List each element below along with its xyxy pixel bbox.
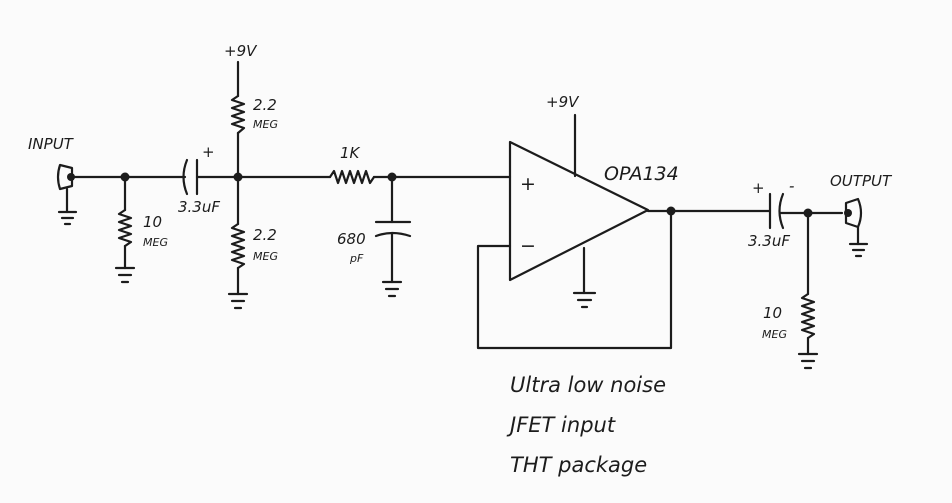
input-coupling-capacitor xyxy=(182,158,240,196)
input-capacitor-plus: + xyxy=(202,143,215,161)
output-resistor xyxy=(800,211,816,356)
filter-capacitor-unit: pF xyxy=(349,252,364,265)
filter-capacitor-ground xyxy=(381,280,403,298)
opamp-part-label: OPA134 xyxy=(604,163,679,185)
output-jack-ground xyxy=(848,242,869,258)
opamp-supply-label: +9V xyxy=(546,93,580,111)
opamp-plus-input: + xyxy=(520,173,536,195)
bias-bottom-ground xyxy=(227,292,249,310)
bias-bottom-resistor-value: 2.2 xyxy=(253,226,277,244)
bias-bottom-resistor xyxy=(230,175,246,296)
bias-top-resistor-value: 2.2 xyxy=(253,96,277,114)
input-resistor-ground xyxy=(114,266,136,284)
input-resistor-unit: MEG xyxy=(143,236,168,249)
note-line-1: Ultra low noise xyxy=(510,373,666,397)
bias-top-resistor-unit: MEG xyxy=(253,118,278,131)
output-capacitor-value: 3.3uF xyxy=(748,232,790,250)
opamp-ground xyxy=(572,291,597,309)
output-capacitor-plus: + xyxy=(752,179,765,197)
opamp-minus-input: − xyxy=(520,235,536,257)
output-resistor-value: 10 xyxy=(763,304,782,322)
series-resistor xyxy=(236,169,512,185)
note-line-3: THT package xyxy=(510,453,647,477)
input-resistor-value: 10 xyxy=(143,213,162,231)
output-node xyxy=(666,206,676,216)
filter-capacitor-value: 680 xyxy=(337,230,366,248)
input-jack-ground xyxy=(57,210,78,226)
input-resistor xyxy=(117,175,133,270)
output-jack xyxy=(844,197,863,246)
series-resistor-value: 1K xyxy=(340,144,361,162)
bias-bottom-resistor-unit: MEG xyxy=(253,250,278,263)
opamp-triangle xyxy=(508,140,650,282)
bias-supply-label: +9V xyxy=(224,42,258,60)
bias-top-resistor xyxy=(230,60,246,179)
feedback-loop xyxy=(476,209,673,350)
input-capacitor-value: 3.3uF xyxy=(178,198,220,216)
output-resistor-ground xyxy=(797,352,819,370)
output-resistor-unit: MEG xyxy=(762,328,787,341)
output-label: OUTPUT xyxy=(830,172,893,190)
output-capacitor-minus: - xyxy=(789,177,794,195)
input-label: INPUT xyxy=(28,135,75,153)
note-line-2: JFET input xyxy=(506,413,616,437)
filter-capacitor xyxy=(374,175,412,284)
input-jack xyxy=(56,163,75,214)
